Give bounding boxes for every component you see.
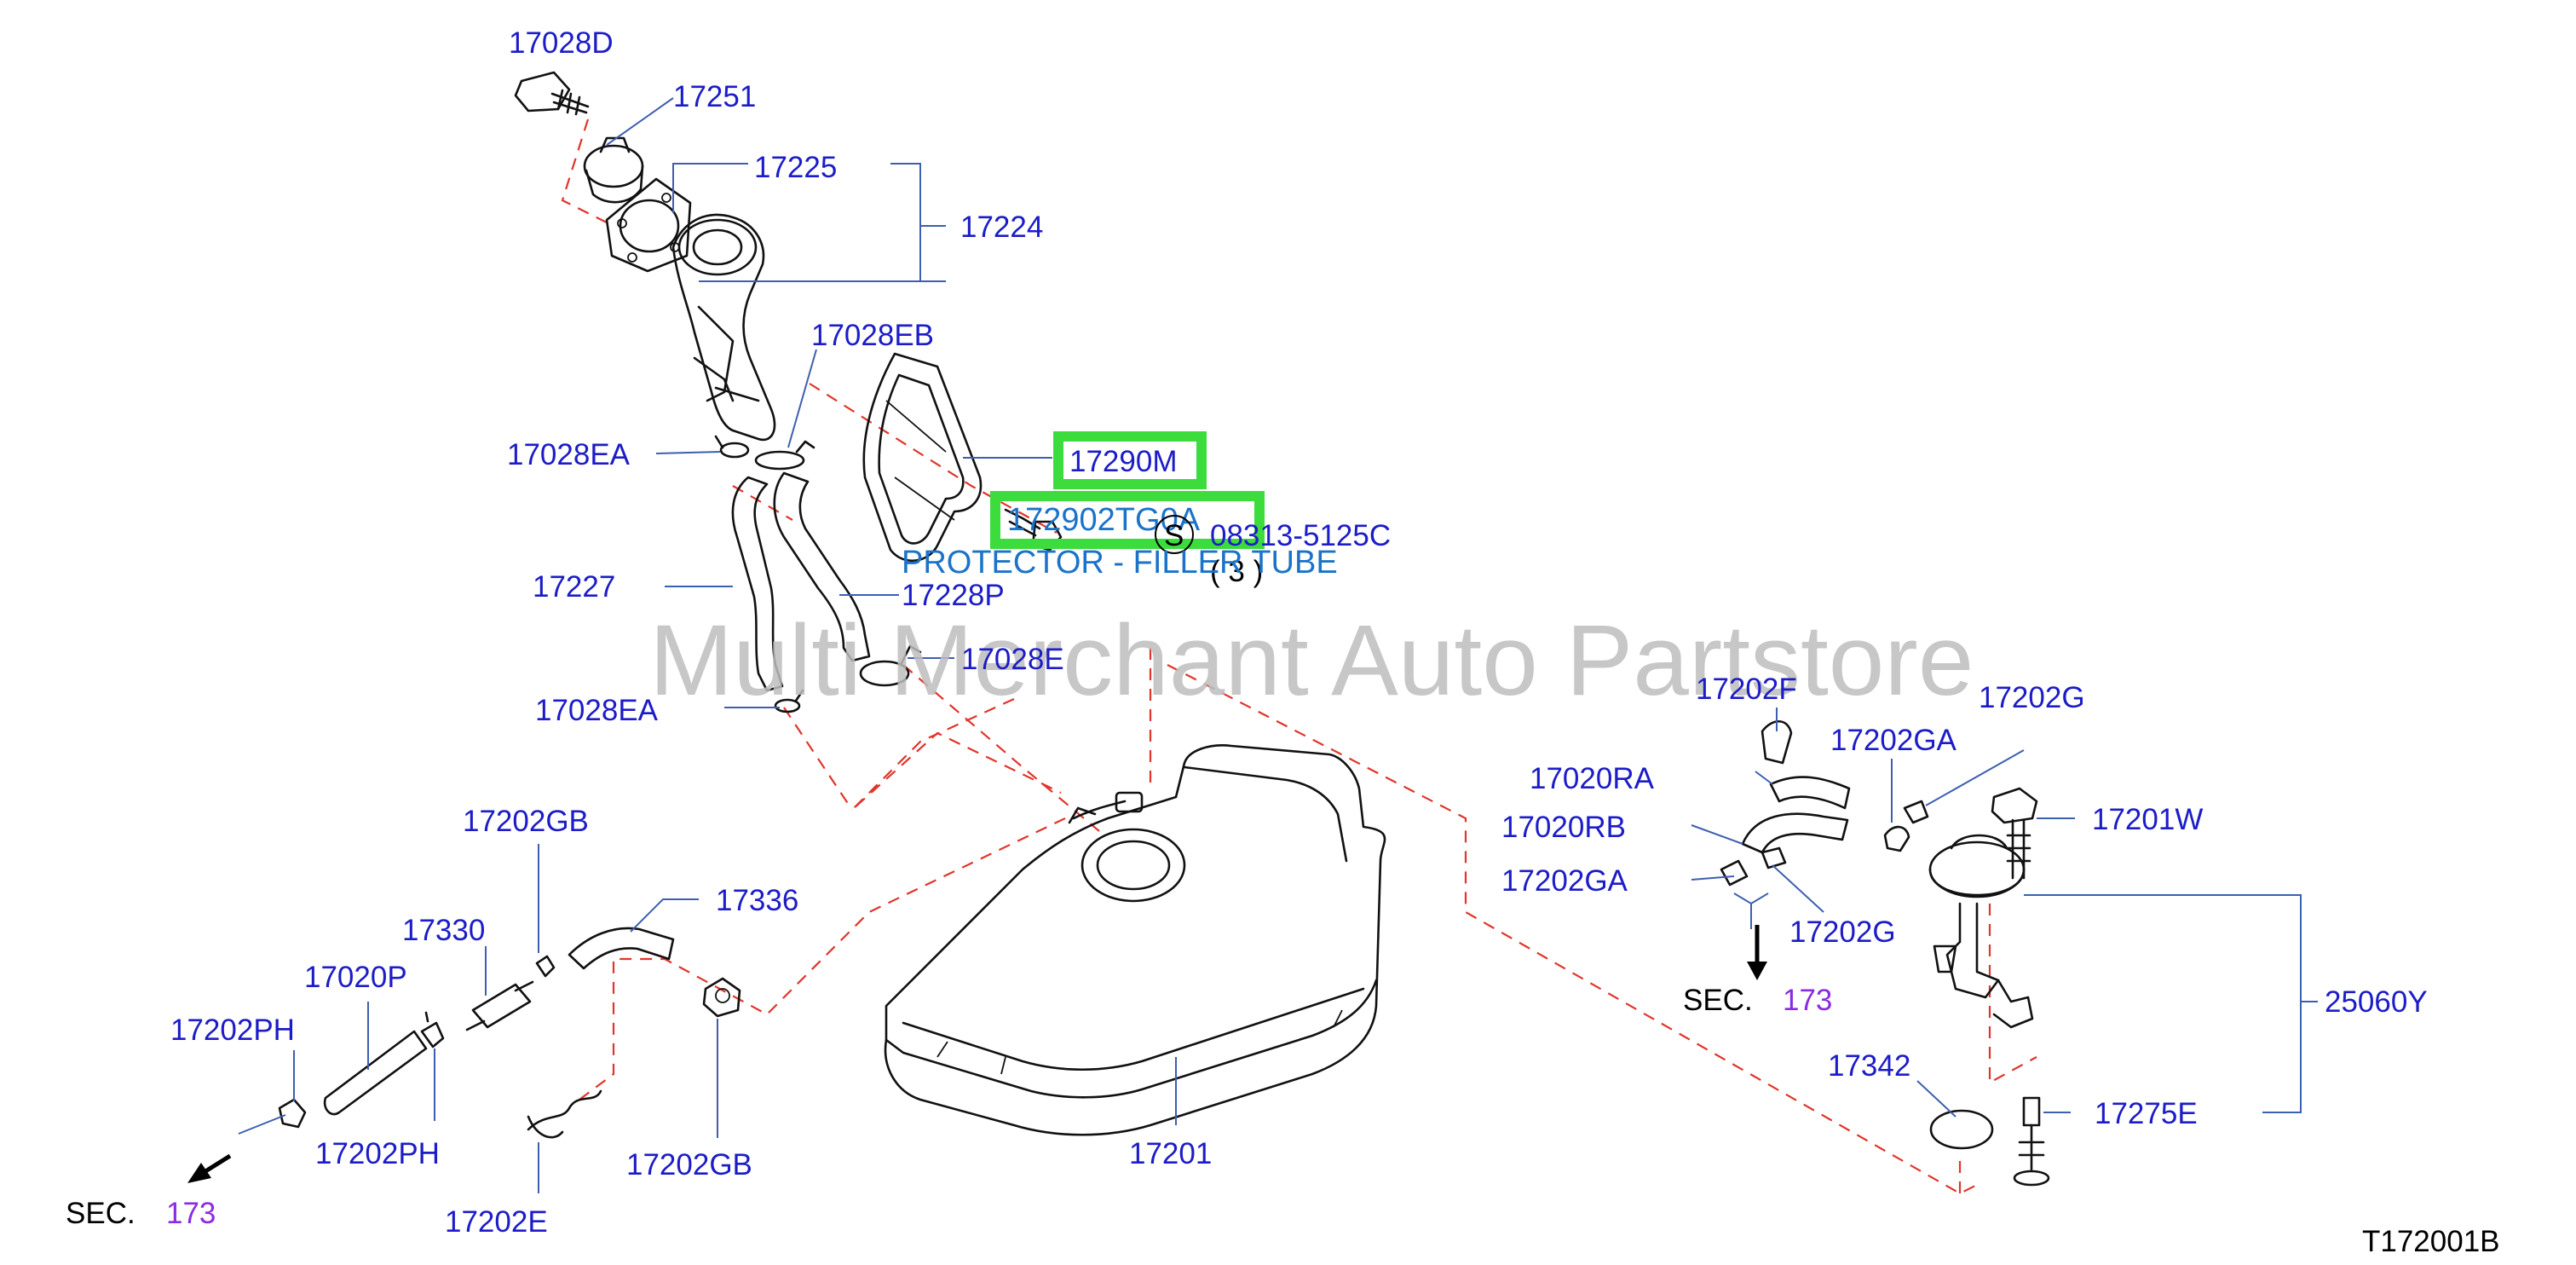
hose-17020p-drawing — [323, 1030, 428, 1116]
sensor-17275e-drawing — [2013, 1096, 2050, 1187]
label-sec-right: SEC. — [1683, 984, 1753, 1017]
label-17028ea-top[interactable]: 17028EA — [507, 438, 631, 471]
filler-neck-17224-drawing — [671, 213, 776, 442]
clip-17202f-drawing — [1761, 719, 1793, 765]
clip-17202g-mid-drawing — [1761, 846, 1787, 869]
section-arrows — [187, 925, 1767, 1183]
label-17224[interactable]: 17224 — [960, 211, 1043, 244]
label-17202gb-top[interactable]: 17202GB — [463, 805, 589, 838]
clamp-17202ph-bottom-drawing — [420, 1011, 445, 1048]
label-17028eb[interactable]: 17028EB — [811, 319, 934, 352]
grommet-17342-drawing — [1929, 1109, 1994, 1150]
link-sec-173-right[interactable]: 173 — [1783, 984, 1832, 1017]
clamp-17202gb-bottom-drawing — [702, 977, 741, 1018]
label-17202g-mid[interactable]: 17202G — [1789, 916, 1896, 949]
label-08313-5125c[interactable]: 08313-5125C — [1210, 519, 1391, 552]
clamp-17202ph-left-drawing — [278, 1098, 307, 1129]
label-17028e[interactable]: 17028E — [961, 643, 1064, 676]
label-17202ga-top[interactable]: 17202GA — [1830, 724, 1957, 757]
label-bolt-qty: ( 3 ) — [1210, 555, 1263, 588]
hose-17020rb-drawing — [1741, 812, 1849, 854]
label-17225[interactable]: 17225 — [754, 151, 837, 184]
hose-17336-drawing — [568, 927, 675, 970]
diagram-id: T172001B — [2362, 1225, 2500, 1258]
clip-17202g-top-drawing — [1903, 800, 1929, 824]
label-17228p[interactable]: 17228P — [902, 579, 1005, 612]
hose-17228p-drawing — [773, 471, 871, 662]
label-sec-left: SEC. — [66, 1197, 135, 1230]
fuel-filter-17330-drawing — [465, 980, 534, 1031]
highlight-box-172902tg0a — [990, 491, 1265, 549]
clamp-17202gb-top-drawing — [535, 955, 556, 978]
highlight-box-17290m — [1053, 431, 1207, 489]
label-17275e[interactable]: 17275E — [2095, 1097, 2198, 1130]
link-sec-173-left[interactable]: 173 — [166, 1197, 216, 1230]
label-17020rb[interactable]: 17020RB — [1501, 811, 1626, 844]
label-17202gb-bottom[interactable]: 17202GB — [626, 1148, 752, 1181]
assembly-dashed-lines — [561, 118, 2037, 1195]
label-17251[interactable]: 17251 — [673, 80, 756, 113]
label-17330[interactable]: 17330 — [402, 914, 485, 947]
bolt-17028d-drawing — [514, 71, 590, 116]
bolt-symbol-circle — [1155, 515, 1194, 554]
label-17201w[interactable]: 17201W — [2092, 803, 2203, 836]
cap-17251-drawing — [583, 136, 644, 204]
label-17202g-top[interactable]: 17202G — [1979, 681, 2085, 714]
watermark: Multi Merchant Auto Partstore — [649, 604, 1974, 717]
sending-unit-25060y-drawing — [1928, 834, 2034, 1029]
label-25060y[interactable]: 25060Y — [2325, 985, 2428, 1019]
arrow-down-left-icon — [187, 1163, 211, 1183]
label-17336[interactable]: 17336 — [716, 884, 798, 917]
protector-17290m-drawing — [862, 352, 983, 563]
clip-17202e-drawing — [527, 1089, 602, 1139]
gasket-17225-drawing — [605, 177, 692, 273]
label-17020ra[interactable]: 17020RA — [1530, 762, 1655, 795]
label-17342[interactable]: 17342 — [1828, 1049, 1910, 1083]
arrow-down-icon — [1747, 962, 1767, 980]
label-17020p[interactable]: 17020P — [304, 961, 407, 994]
bolt-symbol: S — [1164, 519, 1184, 552]
clamp-17028ea-bottom-drawing — [774, 689, 804, 713]
leader-lines — [238, 97, 2318, 1193]
label-17201[interactable]: 17201 — [1129, 1137, 1212, 1170]
clamp-17028eb-drawing — [754, 440, 815, 471]
clamp-17028e-drawing — [859, 644, 922, 687]
hose-17020ra-drawing — [1769, 776, 1851, 810]
label-17028ea-bottom[interactable]: 17028EA — [535, 694, 659, 727]
fuel-tank-17201-drawing — [884, 744, 1386, 1136]
clip-17202ga-top-drawing — [1883, 825, 1910, 852]
label-172902tg0a-part-number[interactable]: 172902TG0A — [1007, 502, 1201, 538]
label-17227[interactable]: 17227 — [533, 570, 615, 604]
label-17202e[interactable]: 17202E — [445, 1205, 548, 1239]
label-protector-description[interactable]: PROTECTOR - FILLER TUBE — [902, 545, 1338, 581]
label-17202ph-left[interactable]: 17202PH — [170, 1014, 295, 1047]
label-17202ph-bottom[interactable]: 17202PH — [315, 1137, 440, 1170]
clip-17202ga-mid-drawing — [1720, 859, 1749, 887]
label-17290m[interactable]: 17290M — [1069, 445, 1177, 478]
hose-17227-drawing — [731, 476, 784, 692]
label-17028d[interactable]: 17028D — [509, 26, 614, 60]
label-17202ga-mid[interactable]: 17202GA — [1501, 864, 1628, 898]
bolt-17201w-drawing — [1991, 787, 2038, 880]
label-17202f[interactable]: 17202F — [1696, 673, 1797, 706]
clamp-17028ea-top-drawing — [714, 435, 750, 459]
